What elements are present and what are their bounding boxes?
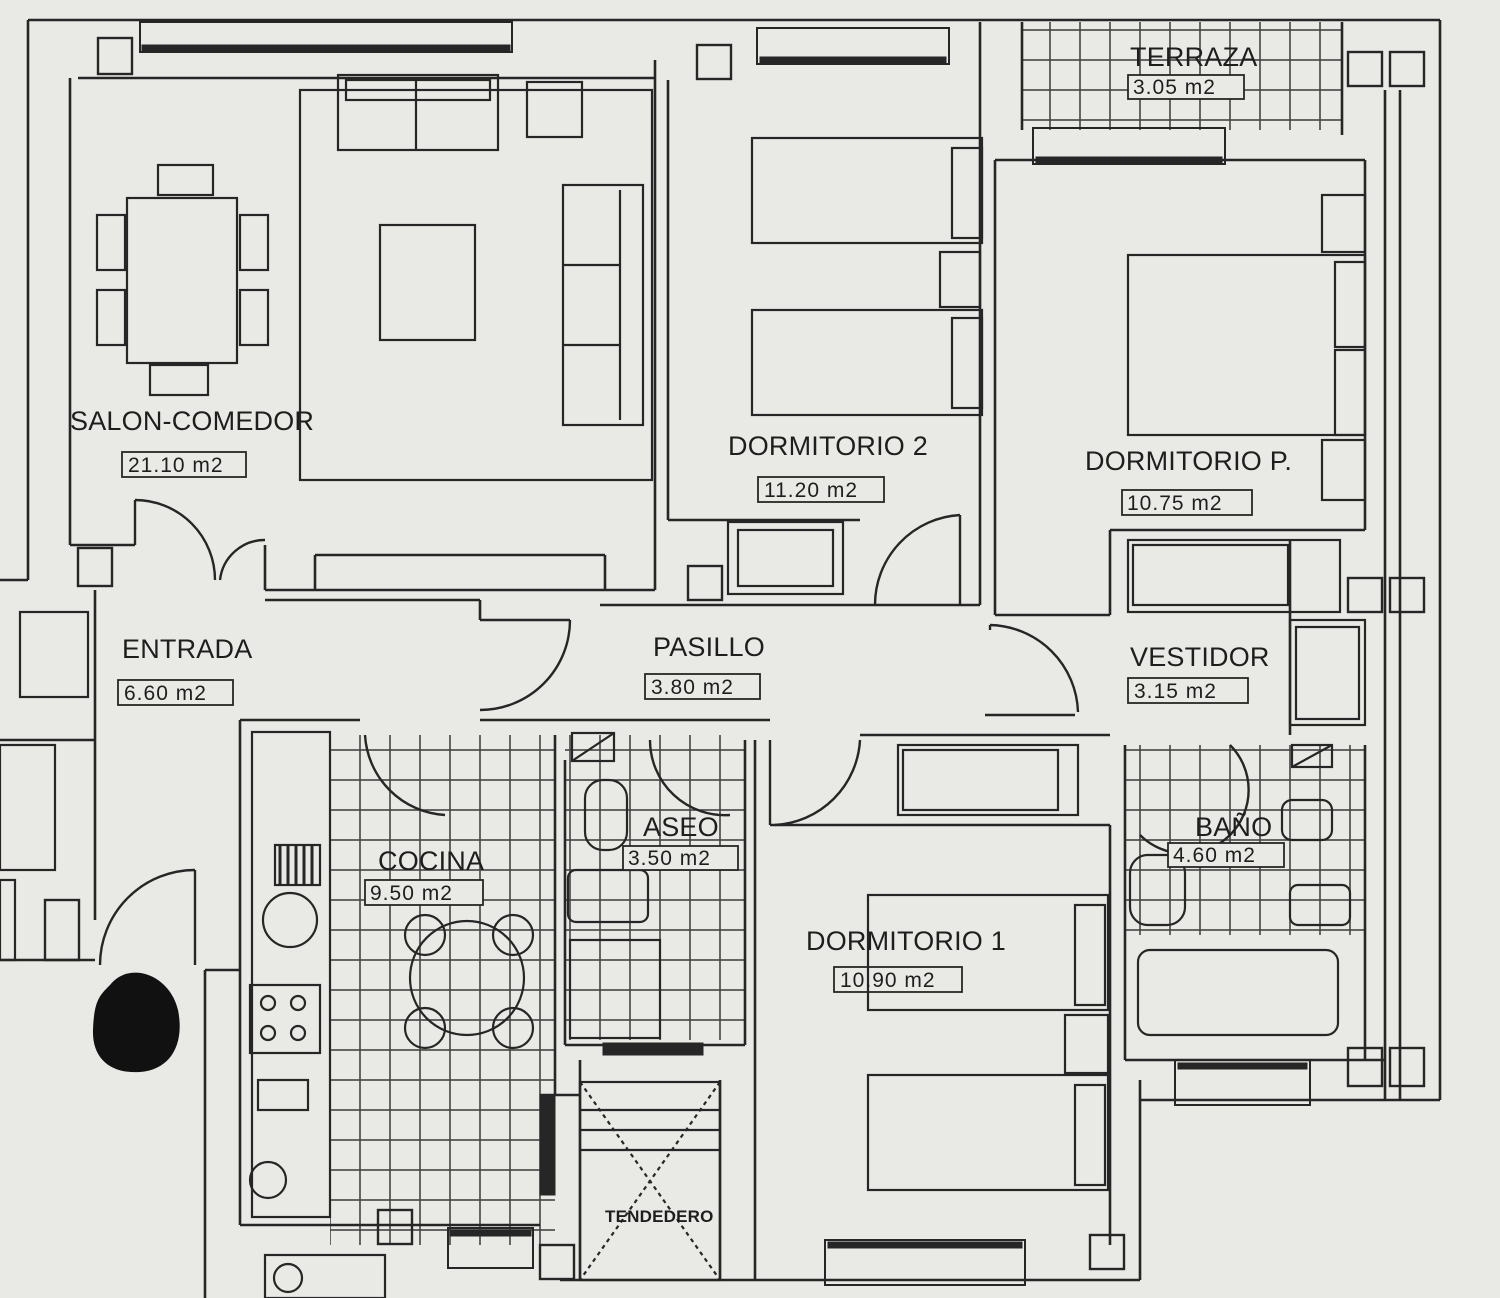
- room-labels: SALON-COMEDOR 21.10 m2 DORMITORIO 2 11.2…: [70, 42, 1292, 1226]
- radiator-grill: [278, 845, 314, 885]
- room-name-bano: BAÑO: [1195, 811, 1272, 842]
- room-area-entrada: 6.60 m2: [124, 682, 207, 705]
- tile-floors: [330, 22, 1365, 1245]
- room-name-dormitorio1: DORMITORIO 1: [806, 926, 1006, 956]
- room-name-terraza: TERRAZA: [1130, 42, 1257, 72]
- room-area-aseo: 3.50 m2: [628, 847, 711, 870]
- room-name-cocina: COCINA: [378, 846, 484, 876]
- doors: [98, 498, 1250, 966]
- room-area-pasillo: 3.80 m2: [651, 676, 734, 699]
- room-area-cocina: 9.50 m2: [370, 882, 453, 905]
- redaction-mark: [92, 972, 180, 1073]
- room-name-aseo: ASEO: [643, 812, 719, 842]
- room-area-terraza: 3.05 m2: [1133, 76, 1216, 99]
- room-name-dormitorio2: DORMITORIO 2: [728, 431, 928, 461]
- room-area-vestidor: 3.15 m2: [1134, 680, 1217, 703]
- structural-columns: [43, 36, 1426, 1281]
- room-name-entrada: ENTRADA: [122, 634, 252, 664]
- room-name-vestidor: VESTIDOR: [1130, 642, 1270, 672]
- furniture: [0, 73, 1367, 1298]
- room-name-tendedero: TENDEDERO: [605, 1207, 714, 1226]
- room-name-dormitoriop: DORMITORIO P.: [1085, 446, 1292, 476]
- room-area-dormitoriop: 10.75 m2: [1127, 492, 1223, 515]
- room-area-bano: 4.60 m2: [1173, 844, 1256, 867]
- room-area-salon: 21.10 m2: [128, 454, 224, 477]
- room-name-salon: SALON-COMEDOR: [70, 406, 314, 436]
- room-area-dormitorio2: 11.20 m2: [764, 479, 858, 502]
- windows: [139, 21, 1311, 1286]
- room-name-pasillo: PASILLO: [653, 632, 765, 662]
- room-area-dormitorio1: 10.90 m2: [840, 969, 936, 992]
